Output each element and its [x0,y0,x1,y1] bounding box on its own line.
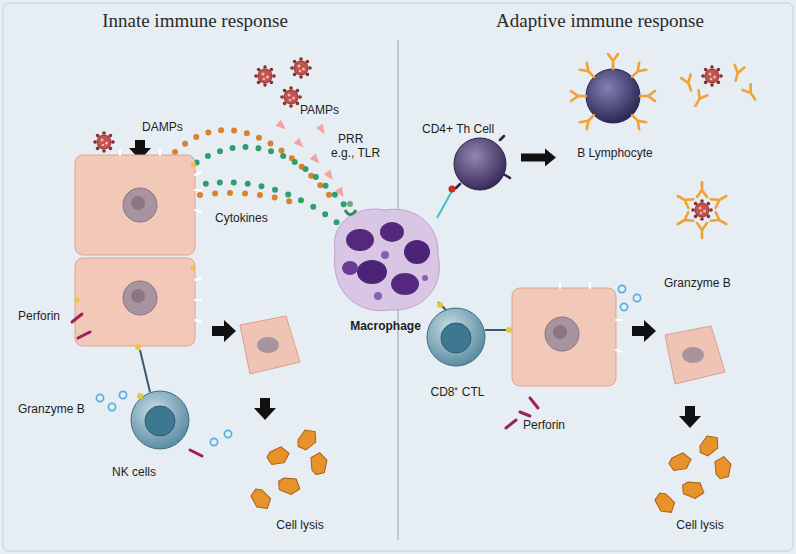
block-arrow [521,149,556,167]
text-label: PRR [338,132,363,146]
cell-node: Macrophage [325,205,446,335]
text-label: DAMPs [142,120,183,134]
section-heading: Adaptive immune response [496,10,704,32]
panel [3,3,793,551]
cell-node: CD8⁺ CTL [412,300,503,402]
dying-cell [240,316,300,374]
dying-cell [665,326,725,384]
ctl-cell [427,302,512,366]
lysis-fragments [250,427,332,511]
block-arrow [632,320,656,342]
epithelial-cells [75,150,202,350]
cell-label: CD8⁺ CTL [412,383,503,400]
lysis-fragments [654,433,736,515]
b-lymphocyte [571,54,655,129]
cell-node: B Lymphocyte [562,50,668,162]
text-label: Cytokines [215,211,268,225]
text-label: PAMPs [300,103,339,117]
macrophage [334,201,439,311]
block-arrow [254,398,276,420]
block-arrow [212,320,236,342]
perforin [72,314,538,456]
text-label: Perforin [18,309,60,323]
signal-dots [175,130,346,225]
cell-node: NK cells [110,385,210,481]
th-cell [437,136,510,218]
antibodies [675,65,759,238]
nk-cell [131,350,189,449]
section-heading: Innate immune response [102,10,288,32]
text-label: Cell lysis [676,518,723,532]
viruses [93,57,723,153]
cell-label: B Lymphocyte [562,146,668,160]
text-label: Granzyme B [664,276,731,290]
text-label: e.g., TLR [331,146,380,160]
cell-label: Macrophage [325,319,446,333]
cell-label: NK cells [112,465,156,479]
text-label: Perforin [523,418,565,432]
block-arrow [679,406,701,428]
target-cell [512,283,622,386]
cell-label: CD4+ Th Cell [422,122,494,136]
text-label: Granzyme B [18,402,85,416]
text-label: Cell lysis [276,518,323,532]
cell-node: CD4+ Th Cell [420,120,515,195]
